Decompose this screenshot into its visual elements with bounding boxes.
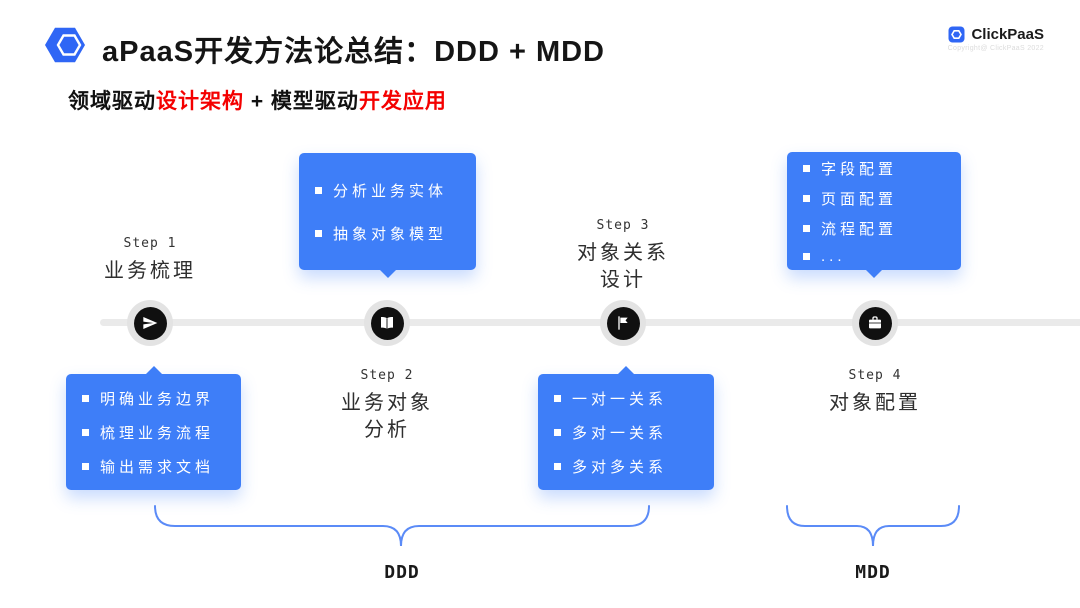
callout-pointer-icon xyxy=(618,366,634,374)
bullet-item: 抽象对象模型 xyxy=(315,223,460,244)
step4-label: Step 4 xyxy=(848,368,902,383)
bullet-item: ... xyxy=(803,248,945,265)
step2-title-line1: 业务对象 xyxy=(341,392,433,414)
step3-title-line1: 对象关系 xyxy=(577,242,669,264)
bullet-text: 字段配置 xyxy=(821,160,898,178)
bullet-item: 多对一关系 xyxy=(554,422,698,443)
step4-title: 对象配置 xyxy=(829,392,921,414)
subtitle-black-2: + 模型驱动 xyxy=(244,90,359,113)
bullet-square-icon xyxy=(315,229,322,237)
bullet-square-icon xyxy=(554,394,561,402)
copyright-text: Copyright@ ClickPaaS 2022 xyxy=(947,45,1044,52)
bullet-text: 多对一关系 xyxy=(572,424,668,442)
bullet-square-icon xyxy=(554,428,561,436)
bullet-text: 一对一关系 xyxy=(572,390,668,408)
step2-label: Step 2 xyxy=(360,368,414,383)
bullet-square-icon xyxy=(803,224,810,232)
mdd-label: MDD xyxy=(855,562,891,583)
paper-plane-icon xyxy=(142,315,158,331)
step3-title-line2: 设计 xyxy=(600,269,646,291)
bullet-text: 抽象对象模型 xyxy=(333,225,448,243)
brand-block: ClickPaaS Copyright@ ClickPaaS 2022 xyxy=(948,26,1044,52)
step4-callout: 字段配置 页面配置 流程配置 ... xyxy=(787,152,961,278)
hexagon-logo-icon xyxy=(42,22,88,68)
ddd-label: DDD xyxy=(384,562,420,583)
bullet-text: 页面配置 xyxy=(821,190,898,208)
subtitle-red-2: 开发应用 xyxy=(358,90,447,113)
page-title: aPaaS开发方法论总结：DDD + MDD xyxy=(102,36,605,68)
callout-pointer-icon xyxy=(145,366,162,374)
timeline-node-step3 xyxy=(600,300,646,346)
subtitle-red-1: 设计架构 xyxy=(156,90,244,113)
bullet-item: 流程配置 xyxy=(803,218,945,239)
bullet-square-icon xyxy=(315,186,322,194)
step3-callout: 一对一关系 多对一关系 多对多关系 xyxy=(538,366,714,490)
bullet-square-icon xyxy=(554,462,561,470)
step1-heading: Step 1 业务梳理 xyxy=(75,236,225,285)
bullet-text: 梳理业务流程 xyxy=(100,424,215,442)
step1-label: Step 1 xyxy=(123,236,177,251)
bullet-item: 字段配置 xyxy=(803,158,945,179)
bullet-item: 输出需求文档 xyxy=(82,456,225,477)
bullet-item: 明确业务边界 xyxy=(82,388,225,409)
step4-heading: Step 4 对象配置 xyxy=(800,368,950,417)
step3-label: Step 3 xyxy=(596,218,650,233)
bullet-square-icon xyxy=(803,164,810,172)
bullet-text: ... xyxy=(821,247,846,265)
callout-pointer-icon xyxy=(379,270,396,278)
timeline-node-step1 xyxy=(127,300,173,346)
step1-title: 业务梳理 xyxy=(104,260,196,282)
ddd-brace xyxy=(154,505,650,547)
bullet-item: 一对一关系 xyxy=(554,388,698,409)
timeline-node-step2 xyxy=(364,300,410,346)
bullet-text: 流程配置 xyxy=(821,220,898,238)
step1-callout: 明确业务边界 梳理业务流程 输出需求文档 xyxy=(66,366,241,490)
flag-icon xyxy=(615,315,631,331)
step3-heading: Step 3 对象关系 设计 xyxy=(548,218,698,294)
bullet-text: 分析业务实体 xyxy=(333,182,448,200)
bullet-square-icon xyxy=(803,252,810,260)
bullet-item: 多对多关系 xyxy=(554,456,698,477)
bullet-item: 页面配置 xyxy=(803,188,945,209)
step2-heading: Step 2 业务对象 分析 xyxy=(312,368,462,444)
mdd-brace xyxy=(786,505,960,547)
bullet-item: 梳理业务流程 xyxy=(82,422,225,443)
bullet-square-icon xyxy=(82,462,89,470)
callout-pointer-icon xyxy=(866,270,882,278)
briefcase-icon xyxy=(867,315,883,331)
bullet-text: 输出需求文档 xyxy=(100,458,215,476)
subtitle-black-1: 领域驱动 xyxy=(68,90,156,113)
subtitle-text: 领域驱动设计架构 + 模型驱动开发应用 xyxy=(68,85,447,115)
clickpaas-logo-icon xyxy=(948,26,965,43)
bullet-square-icon xyxy=(82,394,89,402)
bullet-item: 分析业务实体 xyxy=(315,180,460,201)
timeline xyxy=(100,319,1080,326)
step2-title-line2: 分析 xyxy=(364,419,410,441)
bullet-text: 多对多关系 xyxy=(572,458,668,476)
brand-name: ClickPaaS xyxy=(971,26,1044,43)
step2-callout: 分析业务实体 抽象对象模型 xyxy=(299,153,476,278)
timeline-node-step4 xyxy=(852,300,898,346)
bullet-square-icon xyxy=(803,194,810,202)
bullet-text: 明确业务边界 xyxy=(100,390,215,408)
book-icon xyxy=(379,315,395,331)
bullet-square-icon xyxy=(82,428,89,436)
